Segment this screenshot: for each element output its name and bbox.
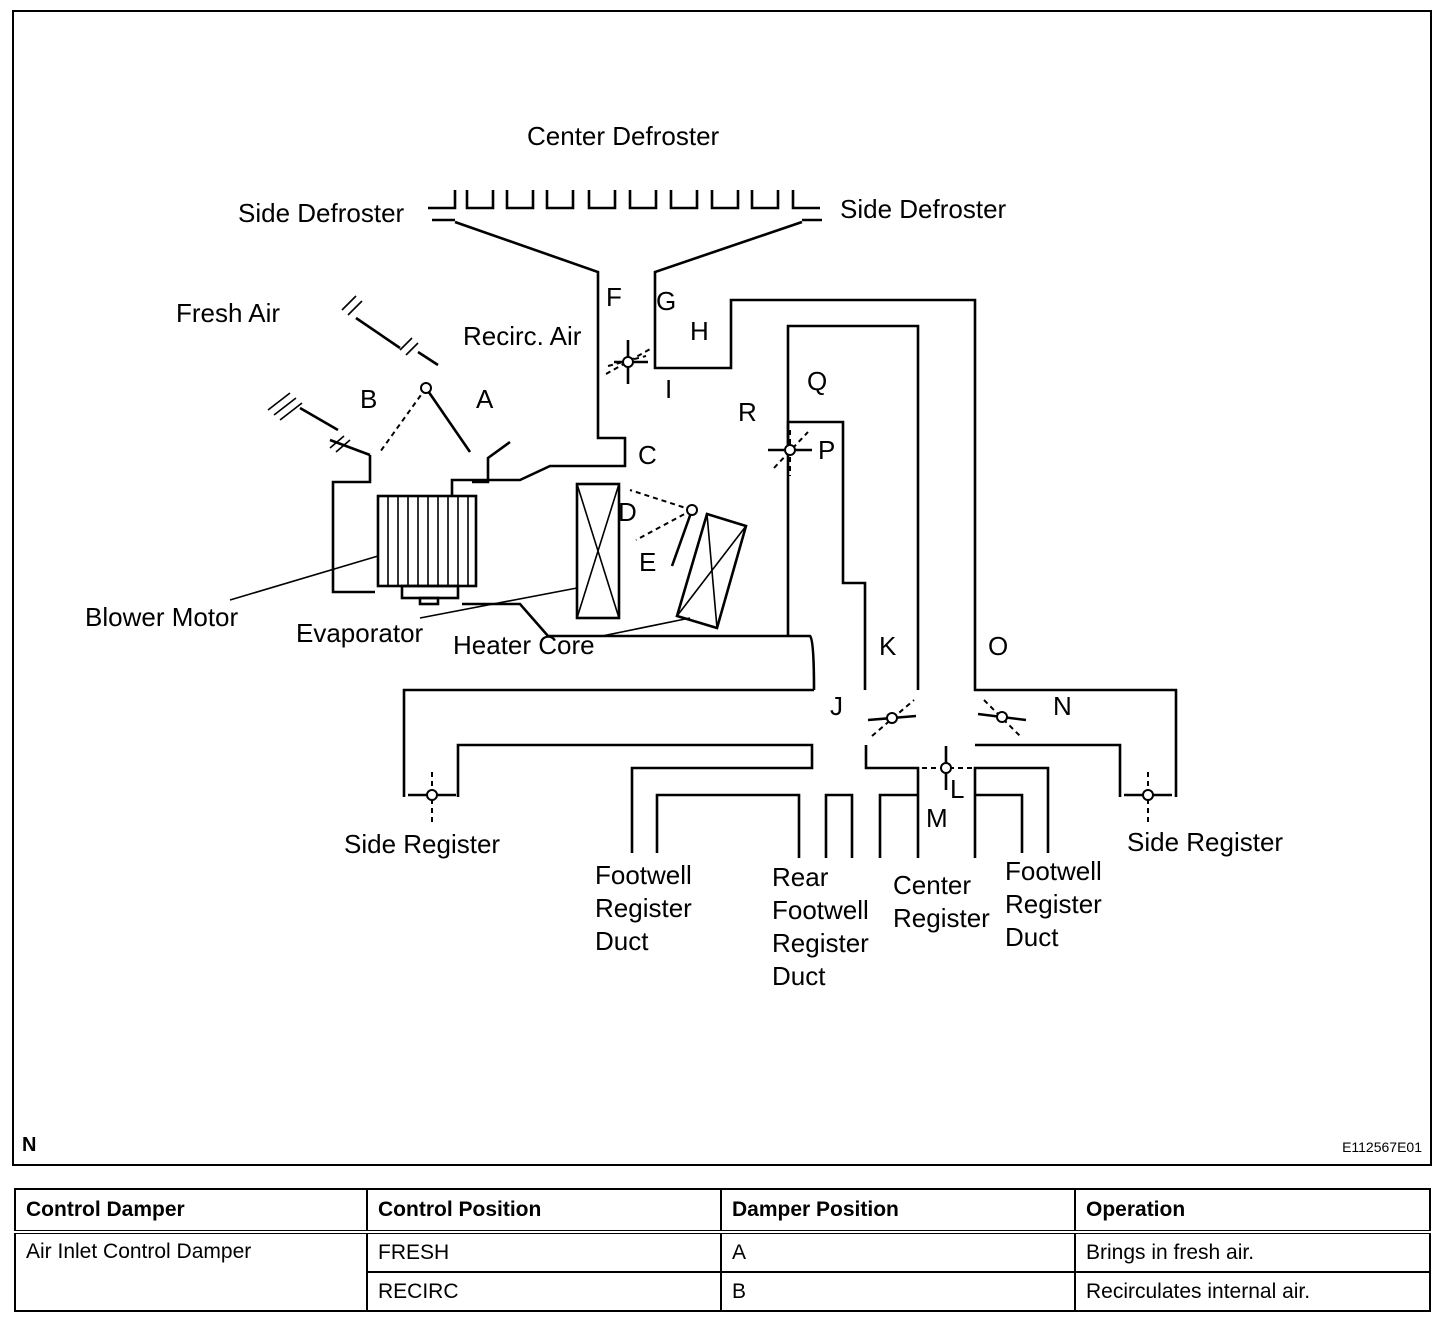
damper-f-g-i-defroster: [605, 340, 653, 384]
fresh-air-hatch-top: [341, 295, 419, 356]
label-footwell-right-1: Footwell: [1005, 856, 1102, 886]
label-rear-footwell-4: Duct: [772, 961, 826, 991]
damper-n-o-foot: [977, 699, 1027, 737]
lower-plenum-inner-left: [456, 743, 814, 853]
label-side-register-right: Side Register: [1127, 827, 1283, 857]
cell-control-position: RECIRC: [366, 1271, 722, 1312]
label-rear-footwell-1: Rear: [772, 862, 829, 892]
rear-footwell-duct: [824, 793, 854, 858]
damper-l-m-center: [922, 746, 972, 790]
evaporator-cross: [576, 483, 620, 619]
blower-motor-fins: [387, 496, 469, 586]
leader-evaporator: [419, 587, 578, 619]
damper-j-k-foot: [867, 699, 917, 737]
header-control-position: Control Position: [366, 1188, 722, 1234]
damper-label-a: A: [476, 384, 494, 414]
damper-label-l: L: [950, 774, 964, 804]
damper-operation-table: Control Damper Control Position Damper P…: [14, 1188, 1431, 1312]
cell-damper-position: B: [720, 1271, 1076, 1312]
vent-channel-divider: [786, 420, 867, 690]
label-blower-motor: Blower Motor: [85, 602, 238, 632]
damper-label-n: N: [1053, 691, 1072, 721]
lower-plenum-inner-right: [975, 743, 1122, 797]
label-rear-footwell-3: Register: [772, 928, 869, 958]
damper-label-c: C: [638, 440, 657, 470]
diagram-frame: [12, 10, 1432, 1166]
damper-label-i: I: [665, 374, 672, 404]
label-center-register-1: Center: [893, 870, 971, 900]
cell-operation: Recirculates internal air.: [1074, 1271, 1431, 1312]
table-row: Air Inlet Control Damper FRESH A Brings …: [14, 1231, 1431, 1312]
cell-operation: Brings in fresh air.: [1074, 1231, 1431, 1273]
leader-blower-motor: [229, 555, 379, 601]
damper-label-r: R: [738, 397, 757, 427]
damper-label-p: P: [818, 435, 835, 465]
header-damper-position: Damper Position: [720, 1188, 1076, 1234]
damper-label-m: M: [926, 803, 948, 833]
label-footwell-left-1: Footwell: [595, 860, 692, 890]
damper-d-e-air-mix: [629, 489, 698, 567]
blower-housing: [331, 455, 375, 594]
header-operation: Operation: [1074, 1188, 1431, 1234]
damper-label-k: K: [879, 631, 897, 661]
label-footwell-right-2: Register: [1005, 889, 1102, 919]
cell-damper-position: A: [720, 1231, 1076, 1273]
label-footwell-left-2: Register: [595, 893, 692, 923]
blower-motor-base: [400, 584, 460, 600]
label-recirc-air: Recirc. Air: [463, 321, 582, 351]
label-fresh-air: Fresh Air: [176, 298, 280, 328]
center-register-right-wall: [973, 766, 1050, 858]
table-header-row: Control Damper Control Position Damper P…: [14, 1188, 1431, 1234]
damper-label-b: B: [360, 384, 377, 414]
defroster-duct-left-wall: [450, 220, 627, 496]
blower-motor-shaft: [418, 596, 440, 606]
blower-motor: [376, 494, 478, 588]
damper-label-o: O: [988, 631, 1008, 661]
leader-heater-core: [601, 617, 691, 637]
heater-outlet-wall: [623, 634, 816, 691]
damper-side-register-right: [1124, 772, 1172, 822]
damper-label-e: E: [639, 547, 656, 577]
damper-p-r-vent: [768, 430, 812, 476]
damper-label-q: Q: [807, 366, 827, 396]
center-defroster-outlets: [428, 190, 820, 210]
damper-label-h: H: [690, 316, 709, 346]
fresh-air-inlet-right: [472, 440, 511, 484]
defroster-duct-right-wall: [653, 220, 1178, 797]
damper-a-b-air-inlet: [379, 382, 472, 453]
damper-label-j: J: [830, 691, 843, 721]
damper-label-d: D: [618, 497, 637, 527]
vent-channel-inner: [786, 324, 920, 690]
fresh-air-inlet-left: [299, 406, 371, 457]
evaporator-core: [575, 482, 621, 620]
damper-label-g: G: [656, 286, 676, 316]
label-side-register-left: Side Register: [344, 829, 500, 859]
header-control-damper: Control Damper: [14, 1188, 368, 1234]
label-rear-footwell-2: Footwell: [772, 895, 869, 925]
fresh-air-hatch-left: [267, 392, 351, 453]
corner-mark: N: [22, 1134, 37, 1156]
label-footwell-right-3: Duct: [1005, 922, 1059, 952]
label-footwell-left-3: Duct: [595, 926, 649, 956]
cell-control-damper: Air Inlet Control Damper: [14, 1231, 368, 1312]
label-evaporator: Evaporator: [296, 618, 424, 648]
label-heater-core: Heater Core: [453, 630, 595, 660]
damper-label-f: F: [606, 282, 622, 312]
figure-id: E112567E01: [1342, 1139, 1422, 1155]
hvac-airflow-diagram: Center Defroster Side Defroster Side Def…: [85, 121, 1283, 991]
fresh-air-upper-duct: [355, 316, 439, 367]
cell-control-position: FRESH: [366, 1231, 722, 1273]
table-row: RECIRC B Recirculates internal air.: [15, 1271, 1431, 1312]
heater-core-cross: [676, 513, 747, 629]
label-side-defroster-right: Side Defroster: [840, 194, 1007, 224]
label-center-defroster: Center Defroster: [527, 121, 720, 151]
label-side-defroster-left: Side Defroster: [238, 198, 405, 228]
label-center-register-2: Register: [893, 903, 990, 933]
lower-plenum-outer: [402, 688, 814, 797]
center-register-left-wall: [864, 745, 920, 858]
footwell-left-inner: [655, 793, 801, 858]
damper-side-register-left: [408, 772, 456, 822]
